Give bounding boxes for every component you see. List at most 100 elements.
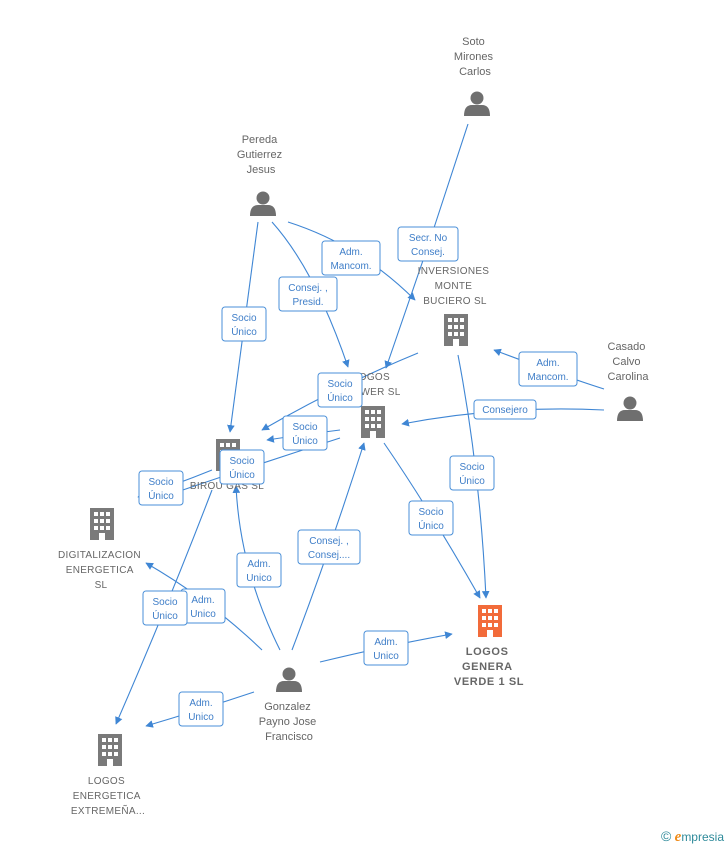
edge-label-line: Único — [459, 474, 485, 487]
node-label-line: BUCIERO SL — [423, 296, 487, 307]
node-label-line: GENERA — [462, 661, 512, 673]
node-label-digitalizacion[interactable]: DIGITALIZACION ENERGETICA SL — [58, 550, 144, 591]
edge-label-consejero[interactable]: Consejero — [473, 399, 537, 420]
edge-label-line: Adm. — [189, 698, 212, 709]
node-label-line: Gonzalez — [264, 701, 310, 713]
node-label-line: BIROU GAS SL — [190, 481, 264, 492]
edge-label-consej-presid[interactable]: Consej. ,Presid. — [278, 276, 338, 312]
node-label-inversiones[interactable]: INVERSIONES MONTE BUCIERO SL — [418, 266, 493, 307]
node-label-line: DIGITALIZACION — [58, 550, 141, 561]
node-label-pereda[interactable]: Pereda Gutierrez Jesus — [237, 134, 285, 176]
node-label-line: Soto — [462, 36, 485, 48]
edge-label-line: Unico — [373, 651, 399, 662]
node-label-line: Francisco — [265, 731, 313, 743]
main-company-building-icon[interactable] — [478, 605, 502, 637]
node-label-soto[interactable]: Soto Mirones Carlos — [454, 36, 496, 78]
edge-label-adm-mancom[interactable]: Adm. Mancom. — [518, 351, 578, 387]
node-label-gonzalez[interactable]: Gonzalez Payno Jose Francisco — [259, 701, 320, 743]
edge-label-line: Socio — [292, 422, 317, 433]
brand-logo-initial: e — [674, 829, 682, 845]
edge-label-line: Socio — [148, 477, 173, 488]
node-label-logos-genera[interactable]: LOGOS GENERA VERDE 1 SL — [454, 646, 524, 688]
edge-label-line: Mancom. — [330, 261, 371, 272]
edge-label-line: Único — [148, 489, 174, 502]
copyright-symbol: © — [660, 828, 672, 844]
edge-label-adm-mancom[interactable]: Adm. Mancom. — [321, 240, 381, 276]
edge-label-line: Único — [292, 434, 318, 447]
building-icon[interactable] — [444, 314, 468, 346]
svg-text:Adm.Unico: Adm.Unico — [246, 559, 272, 584]
edge-label-line: Adm. — [374, 637, 397, 648]
building-icon[interactable] — [98, 734, 122, 766]
svg-text:Consejero: Consejero — [482, 405, 528, 416]
edge-label-adm-unico[interactable]: Adm. Unico — [363, 630, 409, 666]
node-label-line: POWER SL — [345, 387, 400, 398]
edge-label-line: Secr. No — [409, 233, 448, 244]
edge-label-line: Consej.... — [308, 550, 350, 561]
building-icon[interactable] — [90, 508, 114, 540]
node-label-line: Jesus — [247, 164, 276, 176]
node-label-logos-power[interactable]: LOGOS POWER SL — [345, 372, 400, 398]
brand-name: mpresia — [681, 830, 724, 844]
edge-label-line: Socio — [327, 379, 352, 390]
edge-label-adm-unico[interactable]: Adm.Unico — [180, 588, 226, 624]
edge-label-consej-consej[interactable]: Consej. ,Consej.... — [297, 529, 361, 565]
edge-label-line: Único — [152, 609, 178, 622]
node-label-line: LOGOS — [88, 776, 125, 787]
edge-label-line: Unico — [188, 712, 214, 723]
brand-watermark[interactable]: © empresia — [661, 828, 724, 846]
node-label-line: Calvo — [612, 356, 640, 368]
node-label-casado[interactable]: Casado Calvo Carolina — [608, 341, 650, 383]
node-label-line: Carlos — [459, 66, 491, 78]
edge-label-line: Mancom. — [527, 372, 568, 383]
node-label-birou[interactable]: BIROU GAS SL — [190, 481, 264, 492]
node-label-line: Gutierrez — [237, 149, 282, 161]
svg-text:Adm.Unico: Adm. Unico — [373, 637, 399, 662]
edge-label-line: Socio — [418, 507, 443, 518]
node-label-line: Payno Jose — [259, 716, 316, 728]
person-icon[interactable] — [250, 191, 276, 217]
edge-label-adm-unico[interactable]: Adm.Unico — [236, 552, 282, 588]
svg-text:Consej. ,Presid.: Consej. ,Presid. — [288, 283, 327, 308]
svg-text:Adm.Unico: Adm. Unico — [188, 698, 214, 723]
svg-text:Adm.Unico: Adm.Unico — [190, 595, 216, 620]
svg-text:Adm.Mancom.: Adm. Mancom. — [527, 358, 568, 383]
person-icon[interactable] — [464, 91, 490, 117]
edge-label-line: Presid. — [292, 297, 323, 308]
node-label-line: Casado — [608, 341, 646, 353]
svg-text:Consej. ,Consej....: Consej. ,Consej.... — [308, 536, 350, 561]
node-label-line: EXTREMEÑA... — [71, 804, 145, 817]
edge-label-line: Adm. — [536, 358, 559, 369]
edge-label-line: Consejero — [482, 405, 528, 416]
person-icon[interactable] — [276, 667, 302, 693]
edge-label-line: Único — [231, 325, 257, 338]
node-label-logos-extremena[interactable]: LOGOS ENERGETICA EXTREMEÑA... — [71, 776, 145, 817]
edge-label-line: Único — [327, 391, 353, 404]
edge-label-line: Socio — [459, 462, 484, 473]
person-icon[interactable] — [617, 396, 643, 422]
node-label-line: LOGOS — [353, 372, 390, 383]
edge-label-line: Adm. — [339, 247, 362, 258]
node-label-line: ENERGETICA — [73, 791, 141, 802]
edge-label-line: Único — [229, 468, 255, 481]
node-label-line: Mirones — [454, 51, 494, 63]
edge-label-adm-unico[interactable]: Adm. Unico — [178, 691, 224, 727]
edge-label-line: Socio — [229, 456, 254, 467]
building-icon[interactable] — [361, 406, 385, 438]
